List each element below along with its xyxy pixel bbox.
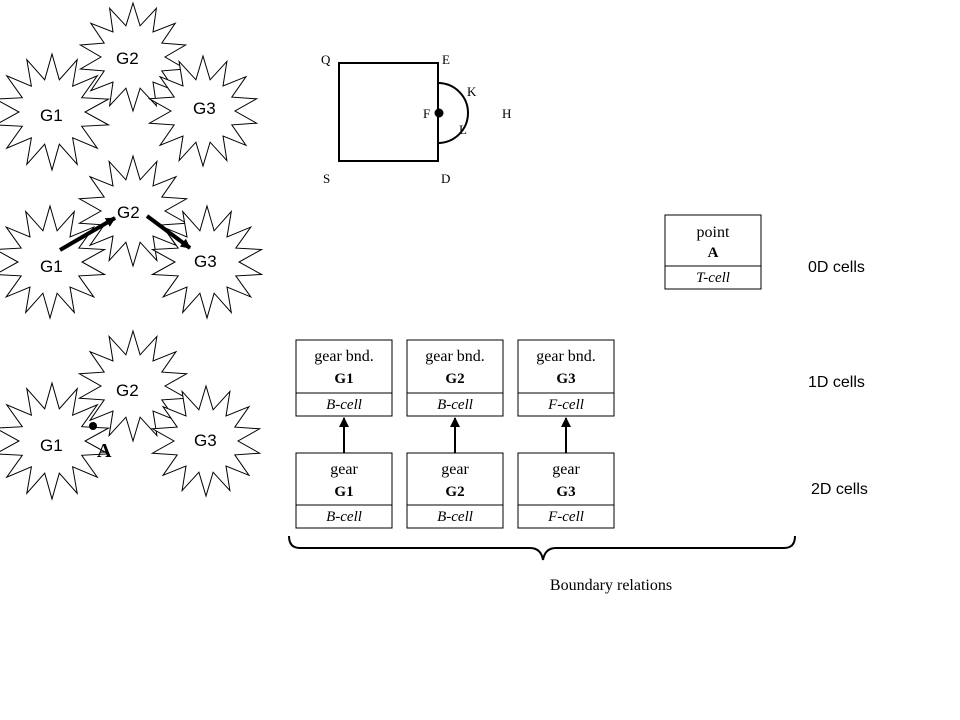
cell-box-gear-g3: gear G3 F-cell — [517, 452, 615, 529]
cell-type: T-cell — [696, 270, 730, 286]
contact-point-label: A — [97, 440, 112, 462]
cell-title: gear bnd. — [536, 348, 596, 365]
gear-label-g3: G3 — [194, 252, 217, 271]
schematic-label-l: L — [459, 122, 467, 137]
cell-box-gear-bnd-g2: gear bnd. G2 B-cell — [406, 339, 504, 417]
schematic-label-s: S — [323, 171, 330, 186]
gear-label-g1: G1 — [40, 106, 63, 125]
schematic-label-q: Q — [321, 52, 331, 67]
cell-type: B-cell — [437, 397, 473, 413]
cell-name: G3 — [556, 371, 575, 387]
cell-name: A — [708, 245, 719, 261]
cell-box-gear-bnd-g3: gear bnd. G3 F-cell — [517, 339, 615, 417]
gear-star-g2 — [78, 1, 188, 113]
cell-type: B-cell — [326, 509, 362, 525]
gear-label-g2: G2 — [116, 49, 139, 68]
gear-group-top: G2 G1 G3 — [0, 1, 259, 172]
cell-box-point: point A T-cell — [664, 214, 762, 290]
cell-box-gear-bnd-g1: gear bnd. G1 B-cell — [295, 339, 393, 417]
gear-group-middle: G2 G1 G3 — [0, 154, 264, 320]
cell-box-gear-g1: gear G1 B-cell — [295, 452, 393, 529]
level-label-0d: 0D cells — [808, 259, 865, 276]
schematic-contact-dot — [434, 108, 444, 118]
cell-title: gear bnd. — [425, 348, 485, 365]
cell-name: G1 — [334, 484, 353, 500]
schematic-label-f: F — [423, 106, 430, 121]
gear-star-g3 — [147, 54, 259, 168]
level-label-2d: 2D cells — [811, 481, 868, 498]
cell-type: B-cell — [326, 397, 362, 413]
rotation-arrow-g2-to-g3 — [145, 214, 192, 250]
schematic-label-d: D — [441, 171, 450, 186]
cell-type: F-cell — [547, 509, 584, 525]
gear-label-g2: G2 — [116, 381, 139, 400]
boundary-relations-brace — [288, 535, 796, 561]
level-label-1d: 1D cells — [808, 374, 865, 391]
cell-type: F-cell — [547, 397, 584, 413]
cell-name: G3 — [556, 484, 575, 500]
boundary-relations-caption: Boundary relations — [550, 577, 672, 594]
cell-title: gear — [330, 461, 358, 478]
cell-title: gear — [441, 461, 469, 478]
gear-label-g1: G1 — [40, 257, 63, 276]
gear-label-g2: G2 — [117, 203, 140, 222]
cell-name: G1 — [334, 371, 353, 387]
cell-title: gear bnd. — [314, 348, 374, 365]
gear-label-g1: G1 — [40, 436, 63, 455]
gear-star-g2 — [77, 154, 189, 268]
schematic-label-e: E — [442, 52, 450, 67]
contact-point-dot — [89, 422, 97, 430]
gear-star-g3 — [150, 384, 262, 498]
gear-group-bottom: G2 G1 G3 A — [0, 329, 262, 501]
gear-star-g3 — [150, 204, 264, 320]
cell-title: gear — [552, 461, 580, 478]
schematic-label-k: K — [467, 84, 477, 99]
cell-box-gear-g2: gear G2 B-cell — [406, 452, 504, 529]
cell-title: point — [697, 224, 730, 241]
gear-label-g3: G3 — [193, 99, 216, 118]
gear-star-g2 — [77, 329, 189, 443]
cell-name: G2 — [445, 371, 464, 387]
cell-type: B-cell — [437, 509, 473, 525]
schematic: Q E K F H L S D — [321, 52, 511, 186]
schematic-label-h: H — [502, 106, 511, 121]
gear-star-g1 — [0, 204, 107, 320]
gear-label-g3: G3 — [194, 431, 217, 450]
cell-name: G2 — [445, 484, 464, 500]
schematic-circle-arc — [437, 82, 469, 144]
gear-star-g1 — [0, 381, 111, 501]
gear-star-g1 — [0, 52, 111, 172]
rotation-arrow-g1-to-g2 — [58, 216, 117, 252]
